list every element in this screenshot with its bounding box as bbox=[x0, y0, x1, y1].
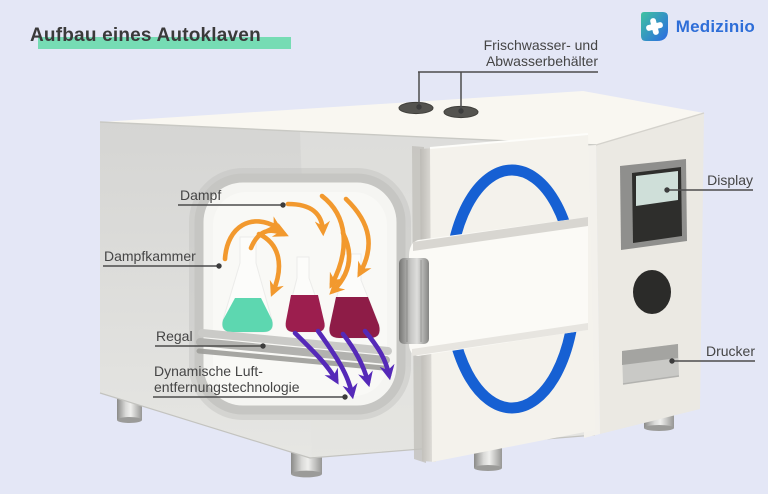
brand-name: Medizinio bbox=[675, 16, 755, 36]
shelf bbox=[196, 329, 392, 371]
label-luftentfernung: Dynamische Luft- entfernungstechnologie bbox=[154, 363, 300, 395]
title-highlight: Aufbau eines Autoklaven bbox=[30, 24, 291, 49]
display-panel bbox=[620, 159, 687, 250]
label-lines bbox=[103, 71, 755, 400]
brand-logo: Medizinio bbox=[640, 11, 755, 42]
control-knob bbox=[633, 270, 671, 314]
top-face bbox=[100, 91, 704, 145]
medical-plus-icon bbox=[640, 12, 668, 41]
right-top-edge bbox=[595, 112, 705, 146]
air-removal-arrows bbox=[292, 328, 395, 400]
printer-slot bbox=[622, 344, 680, 385]
label-dampfkammer: Dampfkammer bbox=[104, 248, 196, 264]
label-display: Display bbox=[707, 172, 753, 188]
steam-arrows bbox=[222, 193, 372, 297]
label-drucker: Drucker bbox=[705, 343, 755, 359]
door-hinge bbox=[399, 258, 429, 344]
door-handle bbox=[409, 217, 588, 356]
label-dampf: Dampf bbox=[180, 187, 222, 203]
display-screen bbox=[636, 171, 678, 206]
flask-teal bbox=[221, 236, 274, 333]
label-regal: Regal bbox=[156, 328, 193, 344]
label-wasserbehaelter: Frischwasser- und Abwasserbehälter bbox=[483, 37, 598, 69]
door bbox=[399, 133, 595, 463]
page-title: Aufbau eines Autoklaven bbox=[30, 24, 291, 49]
door-top-highlight bbox=[429, 133, 589, 149]
